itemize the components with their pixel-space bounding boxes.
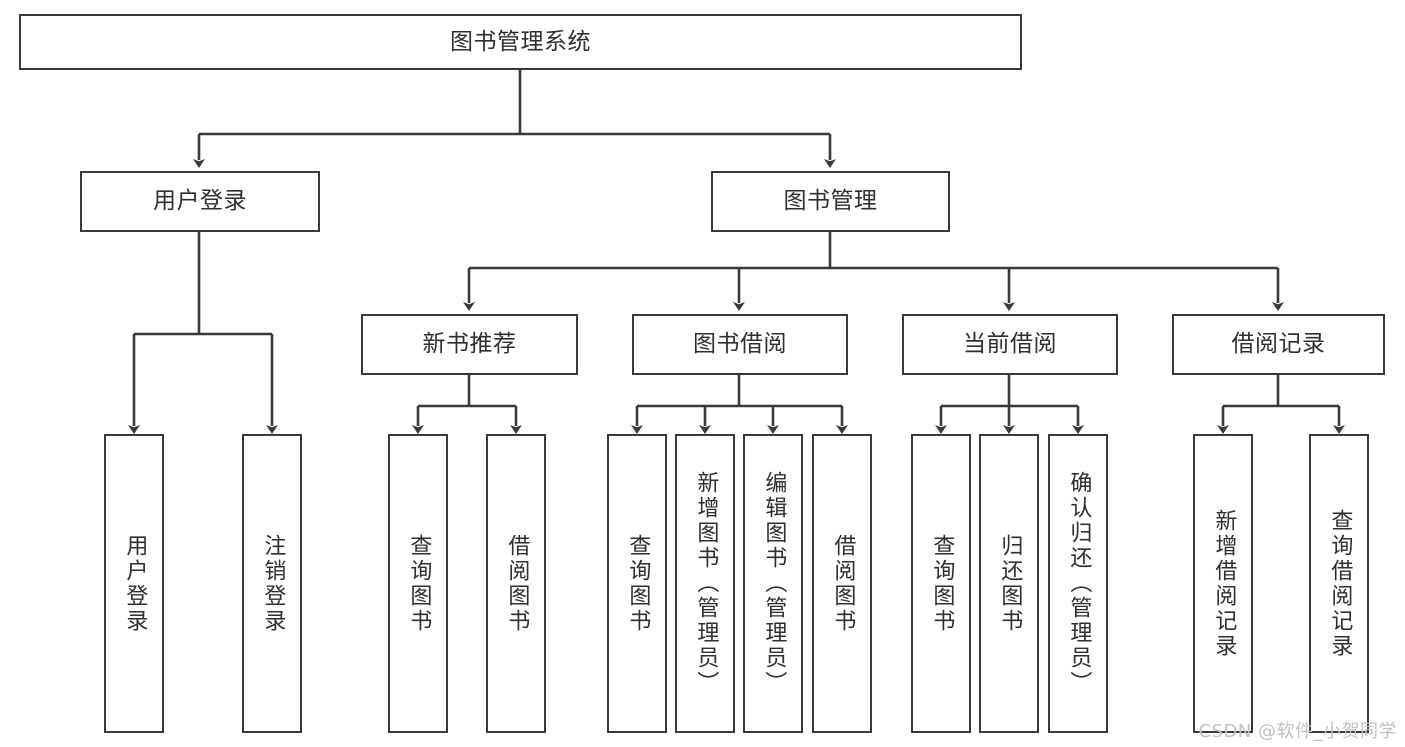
node-label: 借阅图书 <box>830 533 856 634</box>
node-label: 新书推荐 <box>422 331 517 358</box>
csdn-watermark: CSDN @软件_小贺同学 <box>1198 721 1397 742</box>
leaf-borrow-record-add-record[interactable]: 新增借阅记录 <box>1193 434 1253 733</box>
leaf-current-borrow-confirm-return-admin[interactable]: 确认归还（管理员） <box>1048 434 1108 733</box>
node-new-book-recommendation[interactable]: 新书推荐 <box>361 314 578 375</box>
leaf-book-borrow-query-books[interactable]: 查询图书 <box>607 434 667 733</box>
leaf-book-borrow-edit-book-admin[interactable]: 编辑图书（管理员） <box>743 434 803 733</box>
node-label: 查询图书 <box>406 533 432 634</box>
node-label: 新增图书（管理员） <box>693 471 719 696</box>
node-label: 当前借阅 <box>963 331 1057 358</box>
node-label: 确认归还（管理员） <box>1066 471 1092 696</box>
node-label: 图书管理 <box>783 188 878 215</box>
node-book-borrowing[interactable]: 图书借阅 <box>632 314 848 375</box>
node-root-book-management-system[interactable]: 图书管理系统 <box>19 14 1022 70</box>
node-borrowing-record[interactable]: 借阅记录 <box>1172 314 1385 375</box>
node-label: 借阅图书 <box>504 533 530 634</box>
leaf-borrow-record-query-record[interactable]: 查询借阅记录 <box>1309 434 1369 733</box>
node-label: 查询借阅记录 <box>1327 508 1353 659</box>
node-label: 新增借阅记录 <box>1211 508 1237 659</box>
leaf-user-login-logout[interactable]: 注销登录 <box>242 434 302 733</box>
leaf-new-book-borrow-books[interactable]: 借阅图书 <box>486 434 546 733</box>
node-label: 借阅记录 <box>1231 331 1326 358</box>
leaf-new-book-query-books[interactable]: 查询图书 <box>388 434 448 733</box>
leaf-book-borrow-borrow-books[interactable]: 借阅图书 <box>812 434 872 733</box>
node-label: 用户登录 <box>122 533 148 634</box>
node-label: 编辑图书（管理员） <box>761 471 787 696</box>
node-user-login[interactable]: 用户登录 <box>80 171 320 232</box>
node-label: 用户登录 <box>153 188 247 215</box>
leaf-current-borrow-query-books[interactable]: 查询图书 <box>911 434 971 733</box>
node-book-management[interactable]: 图书管理 <box>711 171 950 232</box>
node-label: 注销登录 <box>260 533 286 634</box>
node-label: 图书管理系统 <box>450 28 591 55</box>
leaf-current-borrow-return-books[interactable]: 归还图书 <box>979 434 1039 733</box>
node-label: 查询图书 <box>625 533 651 634</box>
node-label: 图书借阅 <box>693 331 787 358</box>
node-current-borrowing[interactable]: 当前借阅 <box>902 314 1118 375</box>
leaf-book-borrow-add-book-admin[interactable]: 新增图书（管理员） <box>675 434 735 733</box>
node-label: 查询图书 <box>929 533 955 634</box>
leaf-user-login-login[interactable]: 用户登录 <box>104 434 164 733</box>
node-label: 归还图书 <box>997 533 1023 634</box>
